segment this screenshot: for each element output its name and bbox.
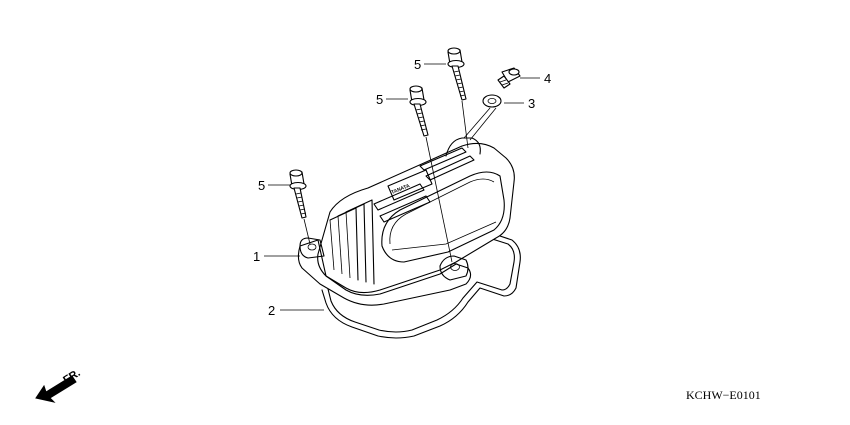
callout-3: 3 xyxy=(528,96,535,111)
cylinder-head-cover-drawing xyxy=(297,137,515,306)
callout-1: 1 xyxy=(253,249,260,264)
flange-bolt-top-drawing xyxy=(447,47,469,149)
callout-2: 2 xyxy=(268,303,275,318)
callout-5-top: 5 xyxy=(414,57,421,72)
front-direction-indicator: FR. xyxy=(35,367,83,403)
plug-drawing xyxy=(497,67,521,89)
callout-5-middle: 5 xyxy=(376,92,383,107)
callout-5-left: 5 xyxy=(258,178,265,193)
diagram-code: KCHW−E0101 xyxy=(686,388,761,402)
washer-drawing xyxy=(463,94,502,141)
flange-bolt-left-drawing xyxy=(289,169,311,245)
front-arrow-icon xyxy=(35,375,77,403)
flange-bolt-middle-drawing xyxy=(409,85,453,263)
gasket-drawing xyxy=(321,231,521,339)
callout-4: 4 xyxy=(544,71,551,86)
leader-lines xyxy=(264,63,540,311)
